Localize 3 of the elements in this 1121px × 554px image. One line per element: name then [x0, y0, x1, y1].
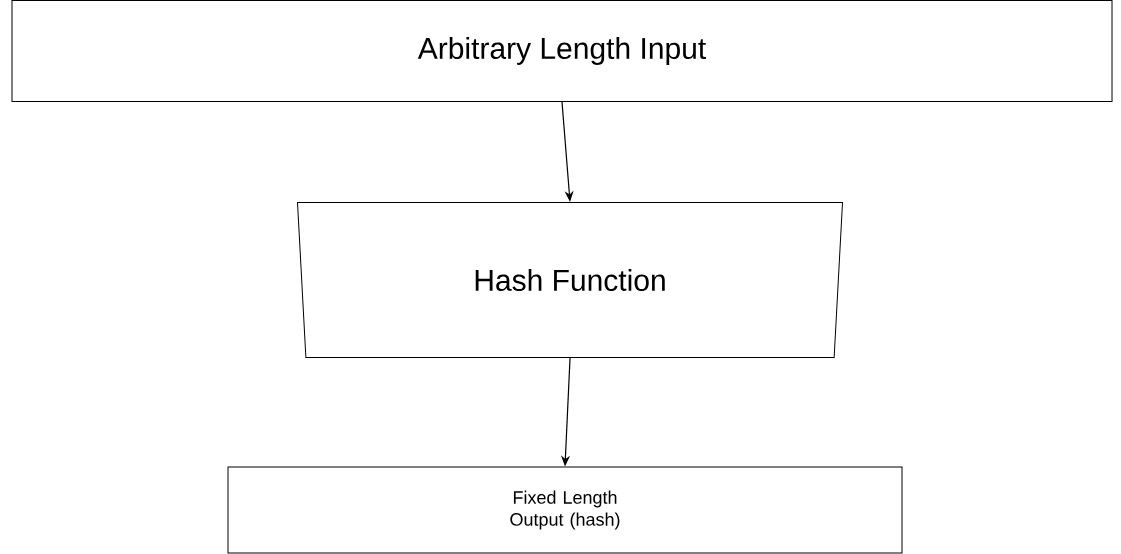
- input-box: Arbitrary Length Input: [11, 0, 1113, 102]
- process-trapezoid: Hash Function: [297, 202, 843, 358]
- output-box: Fixed Length Output (hash): [227, 466, 903, 554]
